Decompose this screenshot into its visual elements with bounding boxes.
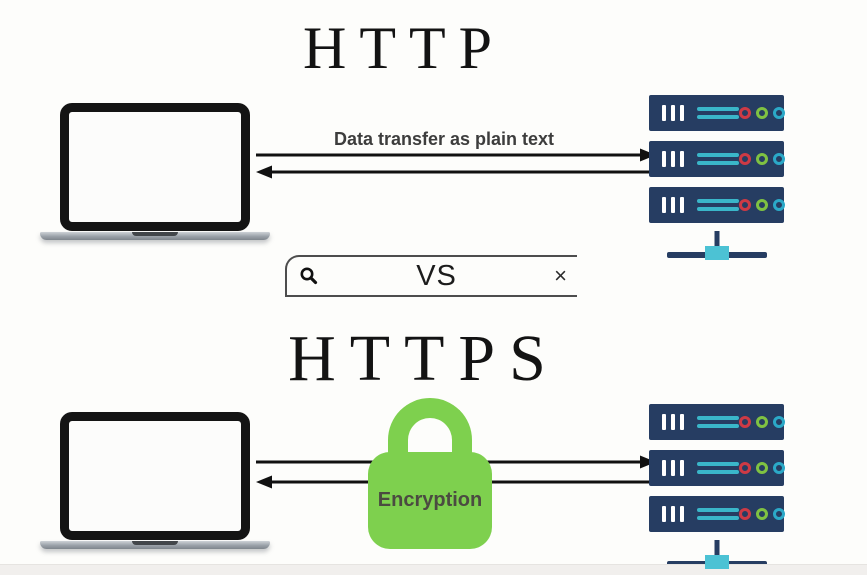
http-client-laptop [40, 103, 270, 240]
arrow-right-head-icon [640, 455, 656, 469]
server-stand [649, 231, 784, 265]
server-leds-icon [739, 199, 785, 211]
arrow-left-head-icon [256, 475, 272, 489]
lock-label: Encryption [377, 489, 483, 511]
arrow-left-head-icon [256, 165, 272, 179]
laptop-screen [60, 103, 250, 231]
stand-pole [714, 540, 719, 558]
https-title: HTTPS [288, 322, 560, 395]
server-unit [649, 496, 785, 532]
server-unit [649, 450, 785, 486]
close-icon: × [554, 263, 567, 288]
server-leds-icon [739, 462, 785, 474]
server-leds-icon [739, 153, 785, 165]
server-slots-icon [662, 506, 684, 522]
lock-body: Encryption [368, 452, 492, 549]
https-client-laptop [40, 412, 270, 549]
server-unit [649, 141, 785, 177]
server-leds-icon [739, 508, 785, 520]
server-vents-icon [697, 153, 739, 165]
server-vents-icon [697, 462, 739, 474]
search-icon [300, 267, 318, 285]
server-leds-icon [739, 416, 785, 428]
stand-hub [704, 555, 729, 569]
http-server-stack [649, 95, 785, 265]
footer-strip [0, 564, 867, 575]
server-slots-icon [662, 151, 684, 167]
server-slots-icon [662, 414, 684, 430]
laptop-base [40, 541, 270, 549]
laptop-base [40, 232, 270, 240]
server-unit [649, 187, 785, 223]
search-value: VS [416, 259, 457, 292]
http-title: HTTP [303, 15, 505, 81]
server-vents-icon [697, 107, 739, 119]
stand-pole [714, 231, 719, 249]
server-unit [649, 95, 785, 131]
server-vents-icon [697, 199, 739, 211]
server-slots-icon [662, 460, 684, 476]
http-data-arrows [256, 148, 656, 179]
server-vents-icon [697, 508, 739, 520]
stand-hub [704, 246, 729, 260]
server-slots-icon [662, 105, 684, 121]
arrow-right-head-icon [640, 148, 656, 162]
vs-search-bar: VS × [285, 255, 577, 297]
server-vents-icon [697, 416, 739, 428]
https-server-stack [649, 404, 785, 574]
encryption-lock-icon: Encryption [368, 398, 492, 549]
http-arrow-label: Data transfer as plain text [333, 129, 555, 149]
lock-shackle [388, 398, 472, 458]
laptop-screen [60, 412, 250, 540]
server-leds-icon [739, 107, 785, 119]
server-unit [649, 404, 785, 440]
server-slots-icon [662, 197, 684, 213]
server-stand [649, 540, 784, 574]
